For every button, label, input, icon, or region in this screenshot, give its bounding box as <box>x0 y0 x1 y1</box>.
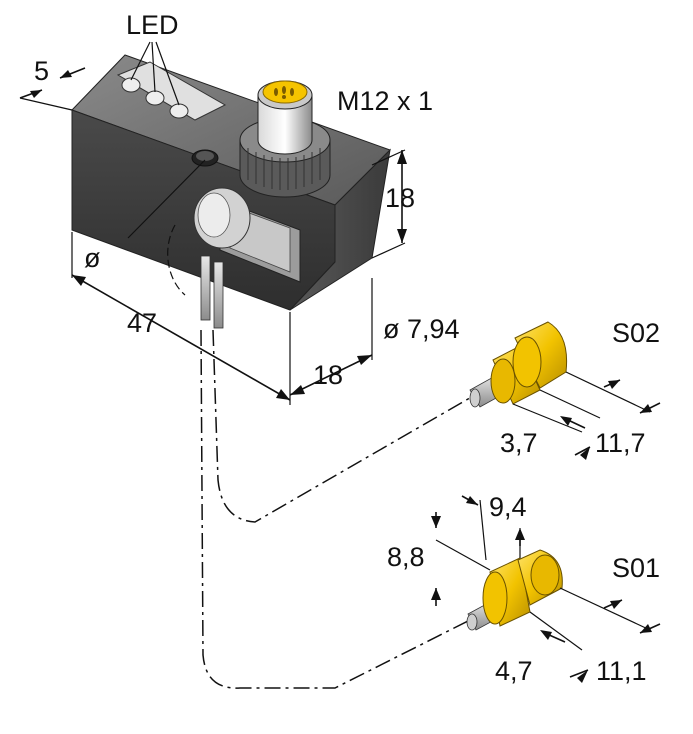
dimension-5: 5 <box>34 56 50 86</box>
led-3 <box>169 103 189 119</box>
connector-label: M12 x 1 <box>337 86 434 116</box>
s01-dimension-side: 8,8 <box>387 542 425 572</box>
led-1 <box>121 77 141 93</box>
cable-s01 <box>200 329 471 689</box>
mounting-pins <box>167 224 224 329</box>
dimension-height-18: 18 <box>385 183 416 213</box>
dimension-depth-18: 18 <box>313 360 344 390</box>
led-label: LED <box>126 10 179 40</box>
s01-dimension-a: 4,7 <box>495 656 533 686</box>
led-indicators <box>121 41 189 119</box>
s02-dimension-a: 3,7 <box>500 428 538 458</box>
led-2 <box>145 90 165 106</box>
diameter-symbol: ø <box>84 243 101 273</box>
m12-connector <box>239 80 331 198</box>
magnet-s01 <box>431 495 661 683</box>
s01-dimension-top: 9,4 <box>489 492 527 522</box>
s02-label: S02 <box>612 318 661 348</box>
s01-label: S01 <box>612 553 661 583</box>
magnet-diameter-label: ø 7,94 <box>383 314 460 344</box>
housing-dimensions <box>19 67 407 405</box>
dimension-length-47: 47 <box>127 308 158 338</box>
cable-s02 <box>212 329 476 523</box>
magnet-s02 <box>469 321 661 460</box>
s01-dimension-b: 11,1 <box>596 656 647 686</box>
s02-dimension-b: 11,7 <box>595 428 646 458</box>
